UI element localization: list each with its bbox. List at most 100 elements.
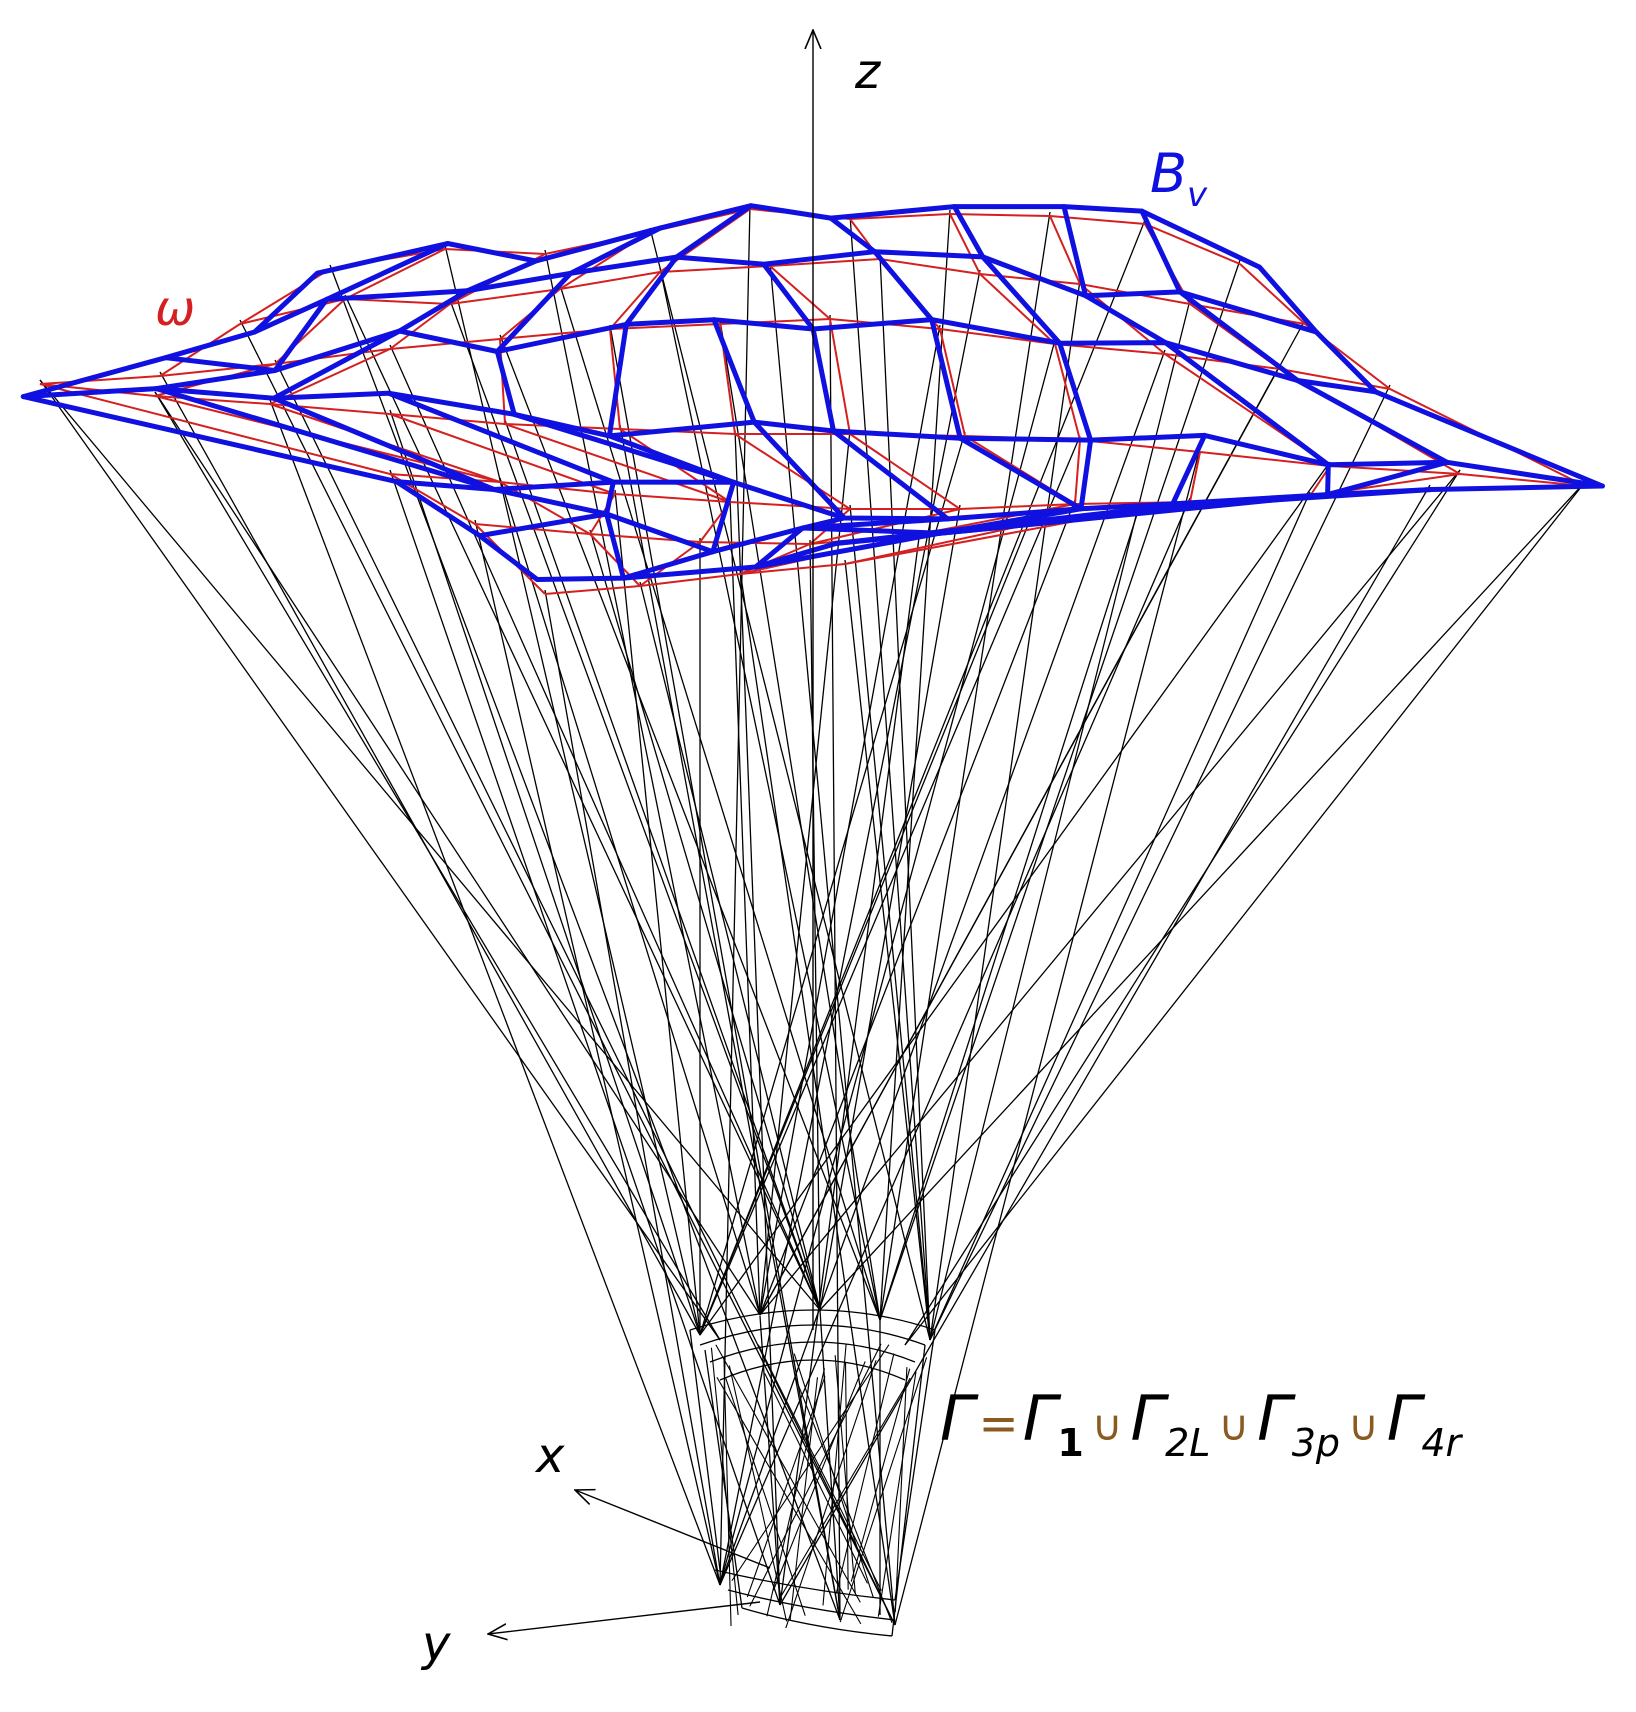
bv-mesh-link	[1257, 264, 1319, 335]
suspension-line	[879, 504, 1141, 1321]
bv-mesh-link	[1061, 204, 1089, 299]
suspension-line	[499, 334, 881, 1321]
suspension-line	[609, 324, 841, 1621]
bv-mesh-link	[1429, 483, 1605, 492]
gamma-4: Γ	[1387, 1382, 1426, 1455]
harness-arc	[699, 1324, 926, 1346]
bv-surface-mesh	[20, 203, 1605, 582]
bv-mesh-link	[834, 505, 1153, 546]
gamma-1: Γ	[1023, 1382, 1062, 1455]
suspension-line	[719, 349, 1166, 1586]
bv-mesh-link	[980, 254, 1063, 346]
suspension-line	[614, 489, 701, 1336]
suspension-line	[739, 569, 896, 1626]
bv-mesh-link	[957, 435, 1084, 512]
coordinate-axes	[488, 30, 813, 1634]
bv-mesh-link	[800, 516, 951, 531]
harness-strut	[704, 1349, 743, 1609]
bv-mesh-link	[828, 215, 878, 255]
harness-strut	[689, 1329, 721, 1571]
harness-cross-line	[835, 1353, 895, 1594]
x-axis	[575, 1490, 771, 1569]
bv-mesh-link	[929, 317, 963, 441]
suspension-line	[499, 477, 761, 1316]
harness-cross-line	[877, 1371, 917, 1617]
bv-mesh-link	[464, 258, 539, 294]
bv-mesh-link	[271, 395, 497, 492]
suspension-line	[39, 379, 821, 1311]
harness-cross-line	[850, 1368, 911, 1582]
bv-mesh-row	[165, 317, 1376, 395]
bv-mesh-link	[606, 321, 629, 439]
suspension-line	[154, 391, 761, 1316]
gamma-2: Γ	[1131, 1382, 1170, 1455]
bv-label: Bv	[1150, 142, 1208, 215]
omega-mesh-link	[1049, 215, 1081, 285]
harness-cross-line	[793, 1353, 874, 1598]
harness-cross-line	[844, 1362, 849, 1590]
omega-mesh-link	[809, 508, 961, 545]
bv-mesh-link	[1177, 289, 1301, 383]
omega-mesh-link	[609, 328, 621, 430]
omega-mesh-link	[849, 433, 961, 510]
bv-mesh-link	[1170, 432, 1208, 507]
gamma-4-sub: 4r	[1421, 1421, 1463, 1465]
omega-mesh-link	[1054, 343, 1081, 441]
gamma-3-sub: 3p	[1292, 1421, 1340, 1465]
equals-sign: =	[979, 1396, 1019, 1452]
bv-mesh-link	[606, 433, 737, 485]
suspension-line	[849, 214, 931, 1341]
suspension-line	[769, 261, 896, 1626]
bv-mesh-link	[753, 525, 806, 570]
suspension-line	[504, 419, 821, 1311]
omega-mesh-link	[979, 273, 1056, 345]
bv-mesh-link	[710, 479, 737, 555]
z-axis-label: z	[854, 44, 882, 100]
bv-mesh-link	[272, 296, 330, 373]
suspension-line	[474, 519, 721, 1586]
suspension-line	[699, 519, 1031, 1336]
bv-mesh-link	[153, 368, 278, 392]
bv-mesh-row	[537, 541, 838, 582]
gamma-equation: Γ=Γ1∪Γ2L∪Γ3p∪Γ4r	[940, 1382, 1464, 1465]
gamma-3: Γ	[1257, 1382, 1296, 1455]
bv-mesh-link	[1295, 378, 1450, 465]
suspension-line	[819, 481, 1586, 1311]
harness-cross-line	[764, 1373, 868, 1584]
bv-mesh-link	[623, 254, 679, 327]
suspension-line	[719, 339, 1056, 1586]
harness-cross-line	[723, 1357, 732, 1627]
bv-mesh-link	[872, 249, 935, 323]
suspension-line	[729, 497, 761, 1316]
suspension-line	[894, 447, 1201, 1626]
suspension-line	[39, 379, 721, 1341]
suspension-line	[849, 504, 931, 1341]
bv-mesh-link	[271, 328, 402, 401]
bv-mesh-link	[753, 530, 943, 570]
omega-mesh-link	[734, 433, 851, 510]
suspension-line	[639, 581, 821, 1311]
y-axis	[488, 1601, 761, 1634]
bv-base: B	[1150, 142, 1187, 205]
suspension-line	[389, 344, 821, 1311]
bv-mesh-link	[163, 329, 258, 361]
bv-mesh-link	[1078, 437, 1094, 512]
suspension-line	[929, 299, 1191, 1341]
bv-mesh-link	[1163, 340, 1331, 468]
suspension-line	[444, 244, 701, 1336]
suspension-line	[779, 484, 1431, 1606]
bv-mesh-link	[568, 225, 663, 276]
bv-mesh-link	[674, 203, 754, 260]
suspension-line	[904, 481, 1586, 1346]
bv-mesh-link	[324, 241, 451, 302]
suspension-line	[819, 504, 961, 1311]
x-axis-label: x	[534, 1428, 565, 1484]
union-2: ∪	[1218, 1401, 1249, 1450]
omega-mesh-link	[949, 213, 981, 275]
bv-mesh-link	[761, 261, 816, 332]
harness-structure	[689, 1309, 936, 1637]
gamma-1-sub: 1	[1057, 1421, 1083, 1465]
bv-mesh-link	[751, 419, 847, 521]
omega-mesh-link	[1074, 439, 1081, 505]
